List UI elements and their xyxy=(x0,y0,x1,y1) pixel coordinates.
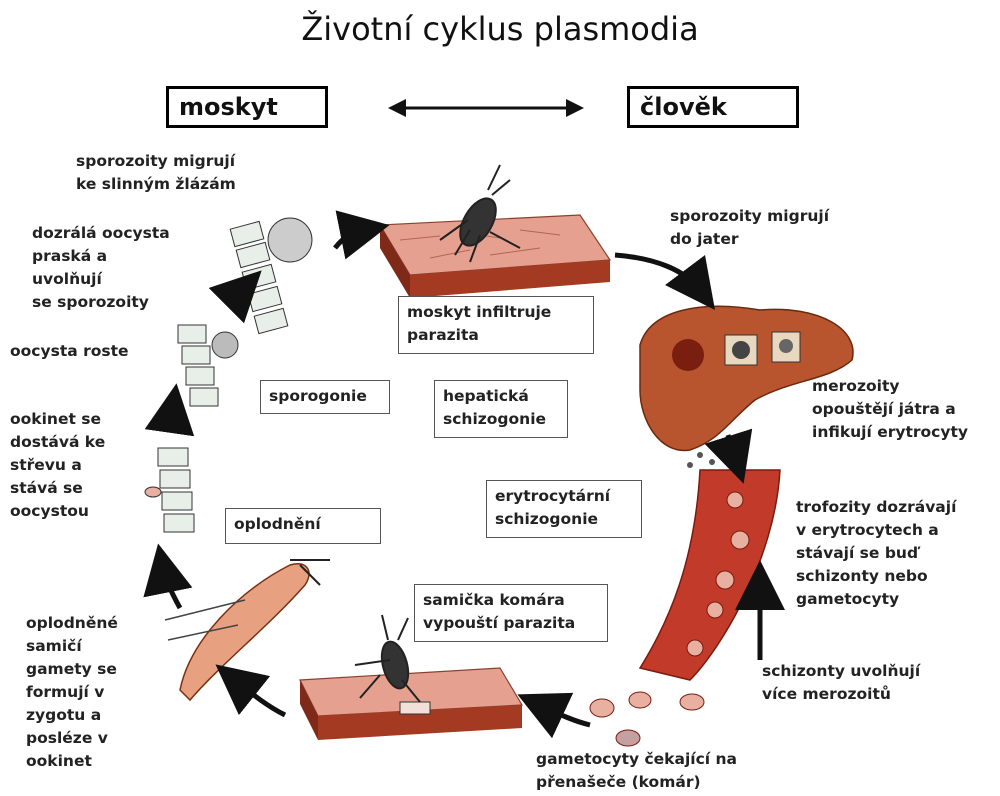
box-female-releases: samička komára vypouští parazita xyxy=(414,584,608,642)
label-line: stávají se buď xyxy=(796,542,956,565)
box-line: erytrocytární xyxy=(495,485,633,508)
box-line: sporogonie xyxy=(269,385,381,408)
box-line: moskyt infiltruje xyxy=(407,301,585,324)
diagram-title: Životní cyklus plasmodia xyxy=(0,10,1000,48)
label-line: trofozity dozrávají xyxy=(796,496,956,519)
label-line: ookinet se xyxy=(10,408,105,431)
box-line: oplodnění xyxy=(234,513,372,536)
label-line: schizonty uvolňují xyxy=(762,660,920,683)
label-line: stává se xyxy=(10,477,105,500)
label-oocyst-grows: oocysta roste xyxy=(10,340,129,363)
label-line: dostává ke xyxy=(10,431,105,454)
label-trophozoites: trofozity dozrávají v erytrocytech a stá… xyxy=(796,496,956,611)
label-gametocytes-wait: gametocyty čekající na přenašeče (komár) xyxy=(536,748,737,794)
label-line: samičí xyxy=(26,635,118,658)
label-line: ookinet xyxy=(26,750,118,773)
label-line: gametocyty xyxy=(796,588,956,611)
label-line: merozoity xyxy=(812,375,968,398)
skin-block-bottom xyxy=(300,668,522,740)
box-sporogony: sporogonie xyxy=(260,380,390,414)
label-line: do jater xyxy=(670,228,829,251)
host-mosquito-box: moskyt xyxy=(166,86,328,128)
label-line: ke slinným žlázám xyxy=(76,173,236,196)
label-line: střevu a xyxy=(10,454,105,477)
label-line: infikují erytrocyty xyxy=(812,421,968,444)
label-line: gamety se xyxy=(26,658,118,681)
label-line: posléze v xyxy=(26,727,118,750)
label-line: oocysta roste xyxy=(10,340,129,363)
host-mosquito-label: moskyt xyxy=(179,93,278,121)
label-line: uvolňují xyxy=(32,268,170,291)
label-line: sporozoity migrují xyxy=(670,205,829,228)
label-line: gametocyty čekající na xyxy=(536,748,737,771)
label-oocyst-bursts: dozrálá oocysta praská a uvolňují se spo… xyxy=(32,222,170,314)
box-line: samička komára xyxy=(423,589,599,612)
label-line: opouštějí játra a xyxy=(812,398,968,421)
box-line: schizogonie xyxy=(495,508,633,531)
box-line: schizogonie xyxy=(443,408,559,431)
host-human-box: člověk xyxy=(627,86,799,128)
box-hepatic-schizogony: hepatická schizogonie xyxy=(434,380,568,438)
label-line: oplodněné xyxy=(26,612,118,635)
box-mosquito-infiltrates: moskyt infiltruje parazita xyxy=(398,296,594,354)
midgut-wall-middle xyxy=(178,325,238,406)
box-line: hepatická xyxy=(443,385,559,408)
label-sporozoites-to-glands: sporozoity migrují ke slinným žlázám xyxy=(76,150,236,196)
label-ookinete: ookinet se dostává ke střevu a stává se … xyxy=(10,408,105,523)
host-double-arrow xyxy=(388,99,584,117)
mosquito-gut xyxy=(165,560,330,700)
midgut-wall-lower xyxy=(145,448,194,532)
released-cells xyxy=(590,692,704,746)
label-line: sporozoity migrují xyxy=(76,150,236,173)
label-schizonts-release: schizonty uvolňují více merozoitů xyxy=(762,660,920,706)
label-zygote: oplodněné samičí gamety se formují v zyg… xyxy=(26,612,118,773)
box-fertilization: oplodnění xyxy=(225,508,381,544)
skin-block-top xyxy=(380,215,610,298)
box-line: vypouští parazita xyxy=(423,612,599,635)
label-line: v erytrocytech a xyxy=(796,519,956,542)
label-line: formují v xyxy=(26,681,118,704)
label-line: schizonty nebo xyxy=(796,565,956,588)
midgut-wall-upper xyxy=(230,218,312,334)
box-erythrocytic-schizogony: erytrocytární schizogonie xyxy=(486,480,642,538)
label-line: praská a xyxy=(32,245,170,268)
label-line: dozrálá oocysta xyxy=(32,222,170,245)
label-sporozoites-to-liver: sporozoity migrují do jater xyxy=(670,205,829,251)
label-line: přenašeče (komár) xyxy=(536,771,737,794)
host-human-label: člověk xyxy=(640,93,727,121)
label-merozoites-leave: merozoity opouštějí játra a infikují ery… xyxy=(812,375,968,444)
box-line: parazita xyxy=(407,324,585,347)
label-line: zygotu a xyxy=(26,704,118,727)
label-line: oocystou xyxy=(10,500,105,523)
label-line: více merozoitů xyxy=(762,683,920,706)
label-line: se sporozoity xyxy=(32,291,170,314)
